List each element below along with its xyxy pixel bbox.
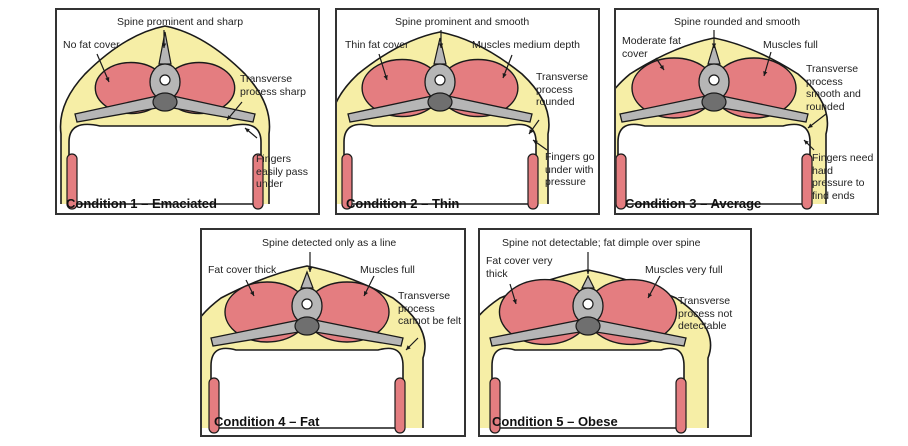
- pointer-arrowhead: [502, 73, 507, 78]
- label-fingers: Fingers need hard pressure to find ends: [812, 152, 874, 202]
- label-muscles: Muscles medium depth: [472, 39, 580, 51]
- label-transverse-process: Transverse process sharp: [240, 73, 306, 98]
- pointer-arrowhead: [711, 43, 717, 48]
- vertebral-body: [152, 92, 178, 112]
- rib-left: [66, 153, 78, 210]
- rib-right: [801, 153, 813, 210]
- label-fat-cover: Moderate fat cover: [622, 35, 681, 60]
- pointer-arrowhead: [406, 345, 411, 350]
- cross-section-illustration-5: [480, 252, 712, 434]
- condition-title: Condition 3 – Average: [625, 196, 762, 211]
- label-fat-cover: Thin fat cover: [345, 39, 409, 51]
- pointer-arrowhead: [529, 129, 534, 134]
- pointer-line: [96, 53, 110, 83]
- body-cavity: [68, 123, 262, 205]
- cross-section-illustration-3: [616, 30, 829, 210]
- label-spine: Spine rounded and smooth: [674, 16, 801, 28]
- cross-section-illustration-1: [59, 25, 271, 210]
- spinal-canal: [582, 298, 594, 310]
- label-muscles: Muscles very full: [645, 264, 723, 276]
- pointer-arrowhead: [808, 123, 813, 128]
- pointer-arrowhead: [250, 291, 254, 296]
- pointer-arrowhead: [533, 140, 538, 145]
- pointer-arrowhead: [763, 71, 768, 76]
- spinal-canal: [434, 74, 446, 86]
- rib-right: [527, 153, 539, 210]
- body-cavity: [491, 347, 685, 429]
- label-fat-cover: No fat cover: [63, 39, 120, 51]
- rib-left: [489, 377, 501, 434]
- pointer-arrowhead: [659, 65, 664, 70]
- label-spine: Spine not detectable; fat dimple over sp…: [502, 237, 701, 249]
- rib-right: [394, 377, 406, 434]
- spinal-canal: [708, 74, 720, 86]
- pointer-arrowhead: [804, 140, 809, 145]
- pointer-arrowhead: [383, 75, 388, 80]
- pointer-arrowhead: [227, 115, 232, 120]
- condition-title: Condition 5 – Obese: [492, 414, 618, 429]
- label-muscles: Muscles full: [360, 264, 415, 276]
- vertebral-body: [294, 316, 320, 336]
- label-spine: Spine prominent and smooth: [395, 16, 530, 28]
- panel-condition-4: Spine detected only as a line Fat cover …: [200, 228, 466, 437]
- label-transverse-process: Transverse process cannot be felt: [398, 290, 462, 327]
- spinal-canal: [159, 74, 171, 86]
- condition-title: Condition 2 – Thin: [346, 196, 460, 211]
- pointer-arrowhead: [105, 77, 110, 82]
- pointer-arrowhead: [585, 269, 591, 274]
- condition-title: Condition 1 – Emaciated: [66, 196, 217, 211]
- label-fingers: Fingers easily pass under: [256, 153, 308, 190]
- rib-left: [616, 153, 627, 210]
- label-muscles: Muscles full: [763, 39, 818, 51]
- body-cavity: [343, 123, 537, 205]
- pointer-arrowhead: [512, 299, 517, 304]
- label-transverse-process: Transverse process rounded: [536, 71, 589, 108]
- pointer-arrowhead: [161, 43, 167, 48]
- pointer-arrowhead: [648, 293, 653, 298]
- vertebral-body: [701, 92, 727, 112]
- rib-right: [252, 153, 264, 210]
- vertebral-body: [575, 316, 601, 336]
- label-fingers: Fingers go under with pressure: [545, 151, 595, 188]
- label-fat-cover: Fat cover thick: [208, 264, 277, 276]
- body-cavity: [617, 123, 811, 205]
- body-cavity: [210, 347, 404, 429]
- cross-section-illustration-2: [337, 30, 550, 210]
- spinal-canal: [301, 298, 313, 310]
- label-transverse-process: Transverse process smooth and rounded: [806, 63, 861, 113]
- condition-title: Condition 4 – Fat: [214, 414, 320, 429]
- label-spine: Spine prominent and sharp: [117, 16, 244, 28]
- label-fat-cover: Fat cover very thick: [486, 255, 553, 280]
- rib-left: [341, 153, 353, 210]
- pointer-arrowhead: [364, 291, 368, 296]
- rib-right: [675, 377, 687, 434]
- cross-section-illustration-4: [202, 252, 426, 434]
- pointer-arrowhead: [438, 43, 444, 48]
- panel-condition-2: Spine prominent and smooth Thin fat cove…: [335, 8, 600, 215]
- panel-condition-5: Spine not detectable; fat dimple over sp…: [478, 228, 752, 437]
- label-spine: Spine detected only as a line: [262, 237, 397, 249]
- pointer-line: [378, 53, 388, 81]
- panel-condition-3: Spine rounded and smooth Moderate fat co…: [614, 8, 879, 215]
- pointer-arrowhead: [245, 128, 250, 133]
- pointer-arrowhead: [307, 267, 313, 272]
- rib-left: [208, 377, 220, 434]
- label-transverse-process: Transverse process not detectable: [678, 295, 733, 332]
- vertebral-body: [427, 92, 453, 112]
- panel-condition-1: Spine prominent and sharp No fat cover T…: [55, 8, 320, 215]
